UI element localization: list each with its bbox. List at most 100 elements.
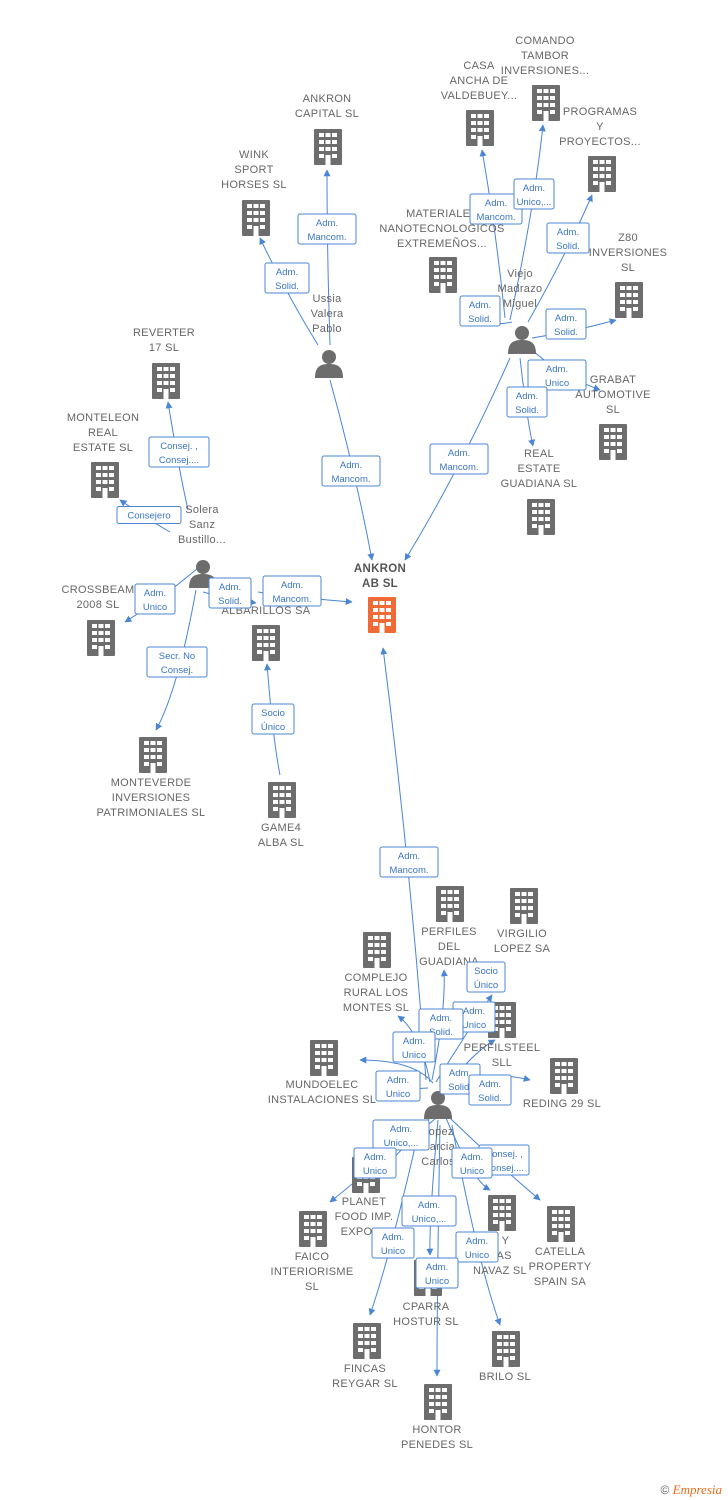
node-label-line: NAVAZ SL [473,1265,527,1277]
brand-logo[interactable]: Empresia [672,1482,722,1497]
relation-label-r8[interactable]: Adm.Unico [527,359,587,391]
node-label-line: REYGAR SL [332,1378,398,1390]
company-node-reding[interactable]: REDING 29 SL [523,1058,601,1110]
node-label-line: 2008 SL [76,599,119,611]
building-icon [599,424,627,460]
relation-label-r16[interactable]: Adm.Mancom. [262,575,322,607]
relation-label-r1[interactable]: Adm.Mancom. [297,213,357,245]
relation-text: Único [474,980,498,991]
relation-label-r27[interactable]: Adm.Unico,... [372,1119,430,1151]
node-label-line: Ussia [312,293,342,305]
company-node-programas[interactable]: PROGRAMASYPROYECTOS... [559,106,641,192]
relation-label-r30[interactable]: Adm.Unico [451,1147,493,1179]
relation-text: Mancom. [389,865,428,876]
node-label-line: SPORT [234,164,273,176]
company-node-albarillos[interactable]: ALBARILLOS SA [222,605,311,661]
company-node-comando[interactable]: COMANDOTAMBORINVERSIONES... [501,35,590,121]
person-icon [508,326,536,354]
building-icon [550,1058,578,1094]
relation-label-r25[interactable]: Adm.Solid. [468,1074,512,1106]
relation-label-r12[interactable]: Consej. ,Consej.... [148,436,210,468]
company-node-materiales[interactable]: MATERIALESNANOTECNOLOGICOSEXTREMEÑOS... [379,208,504,293]
relation-text: Adm. [466,1236,488,1247]
relation-label-r4[interactable]: Adm.Unico,... [513,178,555,210]
node-label-line: AUTOMOTIVE [575,389,651,401]
relation-label-r6[interactable]: Adm.Solid. [546,222,590,254]
building-icon [299,1211,327,1247]
relation-label-r19[interactable]: Adm.Mancom. [379,846,439,878]
relation-label-r26[interactable]: Adm.Unico [375,1070,421,1102]
node-label-line: Valera [311,308,344,320]
relation-text: Adm. [316,218,338,229]
relation-label-r34[interactable]: Adm.Unico [415,1257,459,1289]
relation-label-r13[interactable]: Consejero [116,506,182,524]
node-label-line: CASA [463,60,495,72]
relation-text: Consejero [127,511,170,522]
building-icon [510,888,538,924]
relation-label-r23[interactable]: Adm.Unico [392,1031,436,1063]
node-label-line: ESTATE SL [73,442,133,454]
node-label-line: CPARRA [403,1301,450,1313]
node-label-line: PLANET [342,1196,387,1208]
relation-label-r31[interactable]: Adm.Unico,... [401,1195,457,1227]
relation-label-r11[interactable]: Adm.Mancom. [429,443,489,475]
copyright-icon: © [660,1483,670,1497]
relation-label-r10[interactable]: Adm.Solid. [506,386,548,418]
node-label-line: PERFILES [421,926,477,938]
relation-label-r29[interactable]: Adm.Unico [353,1147,397,1179]
building-icon [488,1195,516,1231]
relation-label-r5[interactable]: Adm.Solid. [459,295,501,327]
relation-text: Solid. [218,596,242,607]
person-node-solera[interactable]: SoleraSanzBustillo... [178,504,226,588]
relation-text: Adm. [364,1152,386,1163]
relation-label-r33[interactable]: Adm.Unico [455,1231,499,1263]
relation-label-r14[interactable]: Adm.Unico [134,583,176,615]
relation-label-r3[interactable]: Adm.Mancom. [469,193,523,225]
node-label-line: GUADIANA SL [501,478,578,490]
relation-text: Adm. [463,1006,485,1017]
relation-label-r9[interactable]: Adm.Mancom. [321,455,381,487]
relation-label-r2[interactable]: Adm.Solid. [264,262,310,294]
company-node-brilo[interactable]: BRILO SL [479,1331,531,1383]
node-label-line: MONTELEON [67,412,139,424]
node-label-line: Lopez [422,1126,453,1138]
node-label-line: SL [606,404,620,416]
node-label-line: COMPLEJO [345,972,408,984]
node-label-line: COMANDO [515,35,575,47]
relation-label-r32[interactable]: Adm.Unico [371,1227,415,1259]
relation-label-r15[interactable]: Adm.Solid. [208,577,252,609]
node-label-line: SPAIN SA [534,1276,587,1288]
relation-box [506,386,548,418]
relation-text: Adm. [516,391,538,402]
relation-label-r7[interactable]: Adm.Solid. [545,308,587,340]
node-label-line: Pablo [312,323,342,335]
